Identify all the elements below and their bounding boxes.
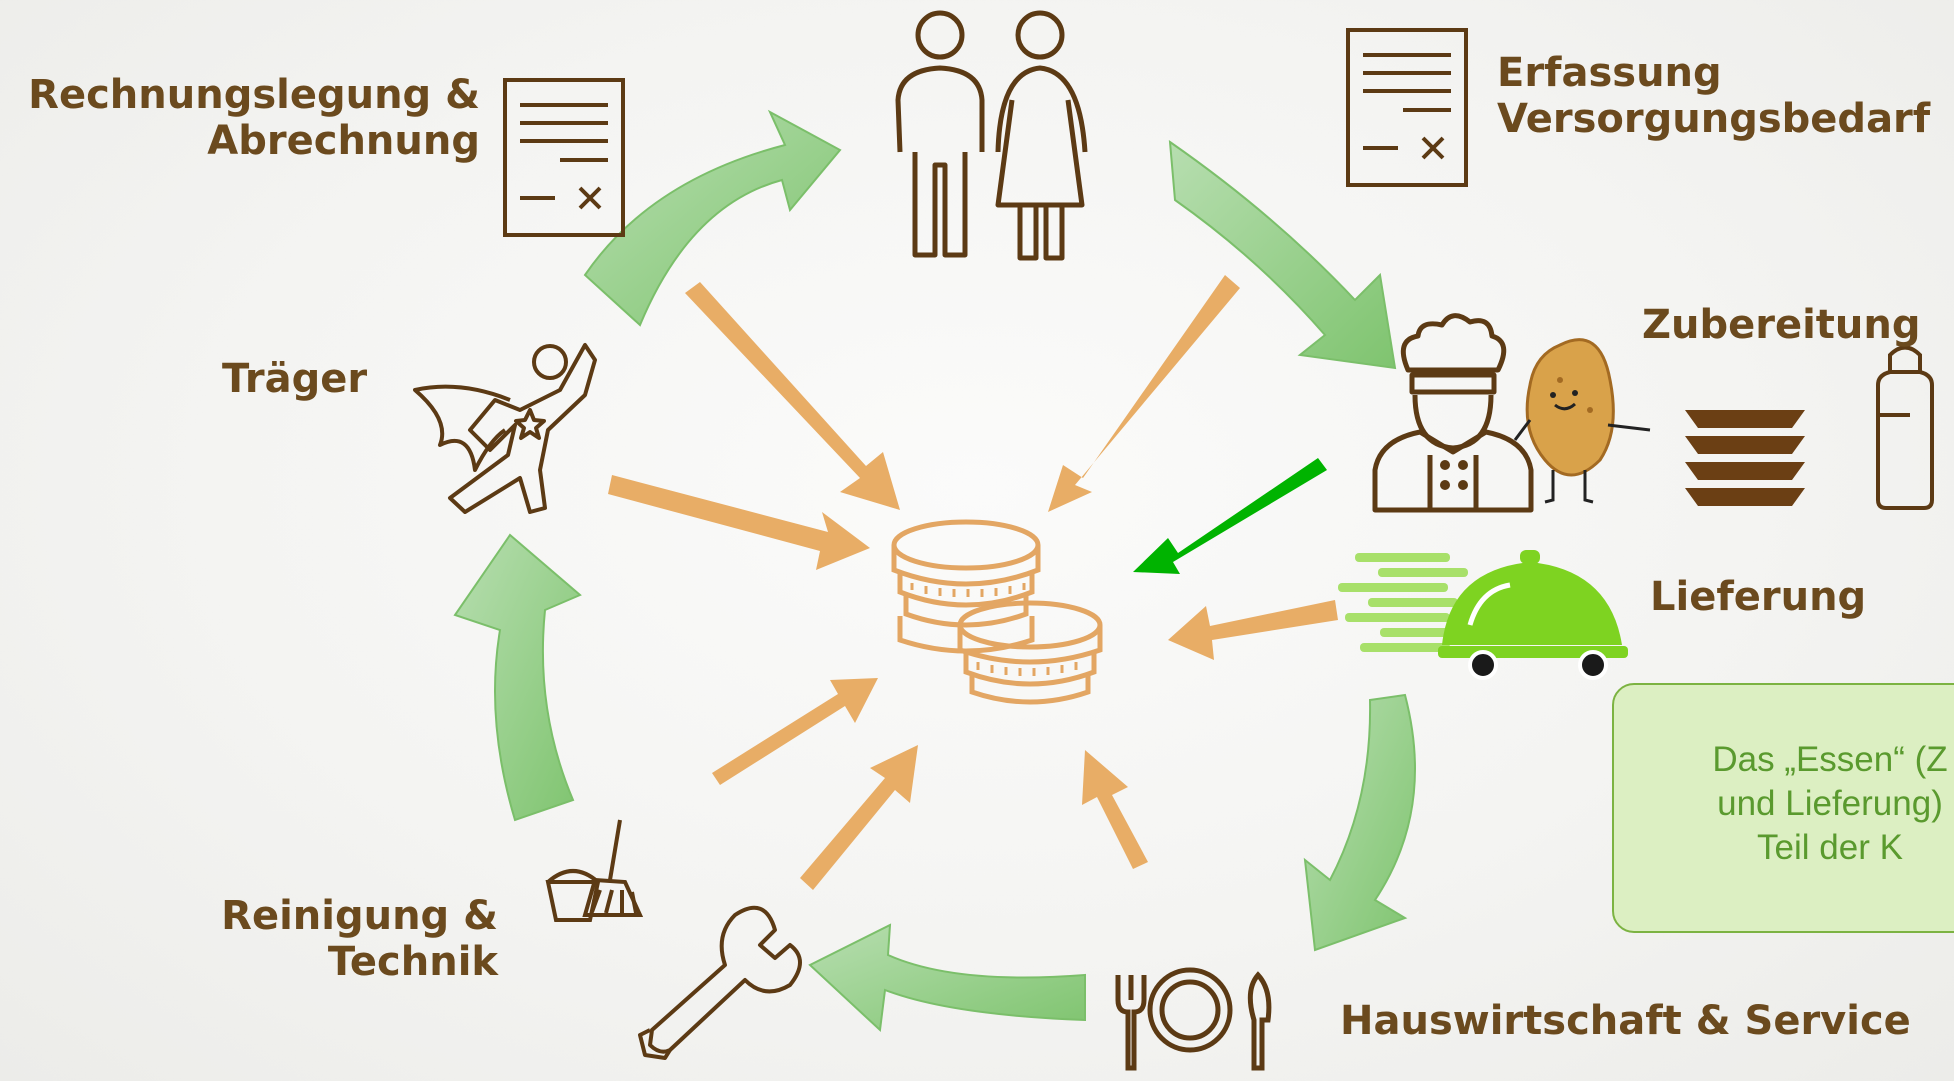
cost-arrow-from-cleaning	[712, 678, 878, 785]
chef-icon	[1372, 313, 1534, 513]
chef-buttons	[1440, 460, 1468, 490]
coins-icon	[891, 519, 1103, 705]
food-delivery-cart-icon	[1338, 550, 1628, 680]
plate-cutlery-icon	[1115, 967, 1272, 1071]
cycle-arrow-people-to-kitchen	[1168, 139, 1397, 370]
cost-arrow-from-wrench	[800, 745, 918, 890]
label-reinigung-line1: Reinigung &	[221, 893, 498, 939]
cost-arrow-from-billing	[685, 282, 900, 510]
label-erfassung: Erfassung Versorgungsbedarf	[1497, 50, 1930, 142]
cost-arrow-from-service	[1082, 750, 1148, 869]
note-box	[1612, 683, 1954, 933]
cycle-arrow-billing-to-people	[583, 109, 842, 327]
superhero-icon	[413, 343, 597, 514]
cycle-arrow-service-to-technik	[808, 923, 1086, 1033]
note-line-2: und Lieferung)	[1717, 783, 1943, 823]
cost-arrow-from-traeger	[608, 475, 870, 570]
form-document-icon	[1346, 28, 1468, 187]
invoice-document-icon	[503, 78, 625, 237]
label-rechnungslegung: Rechnungslegung & Abrechnung	[10, 72, 480, 164]
potato-mascot-icon	[1513, 338, 1651, 504]
label-zubereitung: Zubereitung	[1642, 302, 1921, 348]
label-erfassung-line1: Erfassung	[1497, 50, 1722, 96]
bottle-icon	[1876, 345, 1934, 510]
note-line-1: Das „Essen“ (Z	[1712, 740, 1948, 779]
cycle-arrows	[453, 109, 1416, 1033]
cost-arrows	[608, 275, 1338, 890]
label-rechnungslegung-line2: Abrechnung	[207, 118, 480, 164]
label-traeger: Träger	[222, 356, 368, 402]
cycle-arrow-technik-to-traeger	[453, 533, 582, 822]
wrench-icon	[638, 905, 802, 1060]
label-hauswirtschaft: Hauswirtschaft & Service	[1340, 998, 1911, 1044]
bucket-broom-icon	[545, 819, 644, 922]
plate-stack-icon	[1685, 410, 1805, 506]
label-reinigung-line2: Technik	[327, 939, 498, 985]
cycle-arrow-delivery-to-service	[1303, 693, 1416, 952]
note-line-3: Teil der K	[1757, 827, 1903, 867]
label-erfassung-line2: Versorgungsbedarf	[1497, 96, 1931, 142]
label-reinigung: Reinigung & Technik	[200, 893, 498, 985]
kitchen-cost-arrow	[1133, 458, 1327, 574]
label-rechnungslegung-line1: Rechnungslegung &	[28, 72, 480, 118]
label-lieferung: Lieferung	[1650, 574, 1867, 620]
note-text: Das „Essen“ (Z und Lieferung) Teil der K	[1640, 738, 1954, 869]
cost-arrow-from-delivery	[1168, 600, 1338, 660]
cost-arrow-from-people	[1048, 275, 1240, 512]
man-woman-icon	[895, 10, 1088, 261]
